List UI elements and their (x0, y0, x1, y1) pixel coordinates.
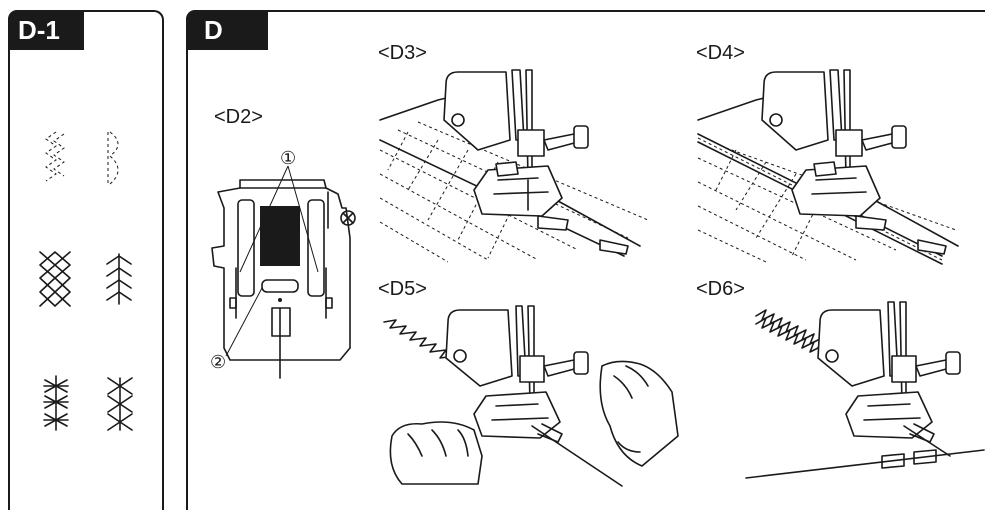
sewing-illustration-d5 (383, 305, 679, 487)
section-tag-d1: D-1 (8, 10, 84, 50)
sewing-illustration-d6 (745, 301, 985, 479)
callout-1: ① (280, 148, 296, 169)
feather-stitch-icon (107, 377, 133, 431)
zigzag-triple-stitch-icon (45, 131, 65, 182)
figure-label-d4: <D4> (696, 42, 745, 64)
sewing-illustration-d3 (379, 69, 649, 263)
section-tag-d: D (186, 10, 268, 50)
panel-d: D <D2> <D3> <D4> <D5> <D6> ① ② (186, 10, 985, 510)
scallop-stitch-icon (107, 131, 119, 185)
figure-label-d6: <D6> (696, 278, 745, 300)
diamond-stitch-icon (39, 251, 71, 307)
star-stitch-icon (43, 375, 69, 431)
figure-label-d3: <D3> (378, 42, 427, 64)
sewing-illustration-d4 (697, 69, 959, 265)
arrow-stitch-icon (106, 253, 132, 305)
callout-2: ② (210, 352, 226, 373)
presser-foot-diagram: ① ② (210, 148, 356, 379)
figure-label-d2: <D2> (214, 106, 263, 128)
figure-label-d5: <D5> (378, 278, 427, 300)
panel-d1: D-1 (8, 10, 164, 510)
